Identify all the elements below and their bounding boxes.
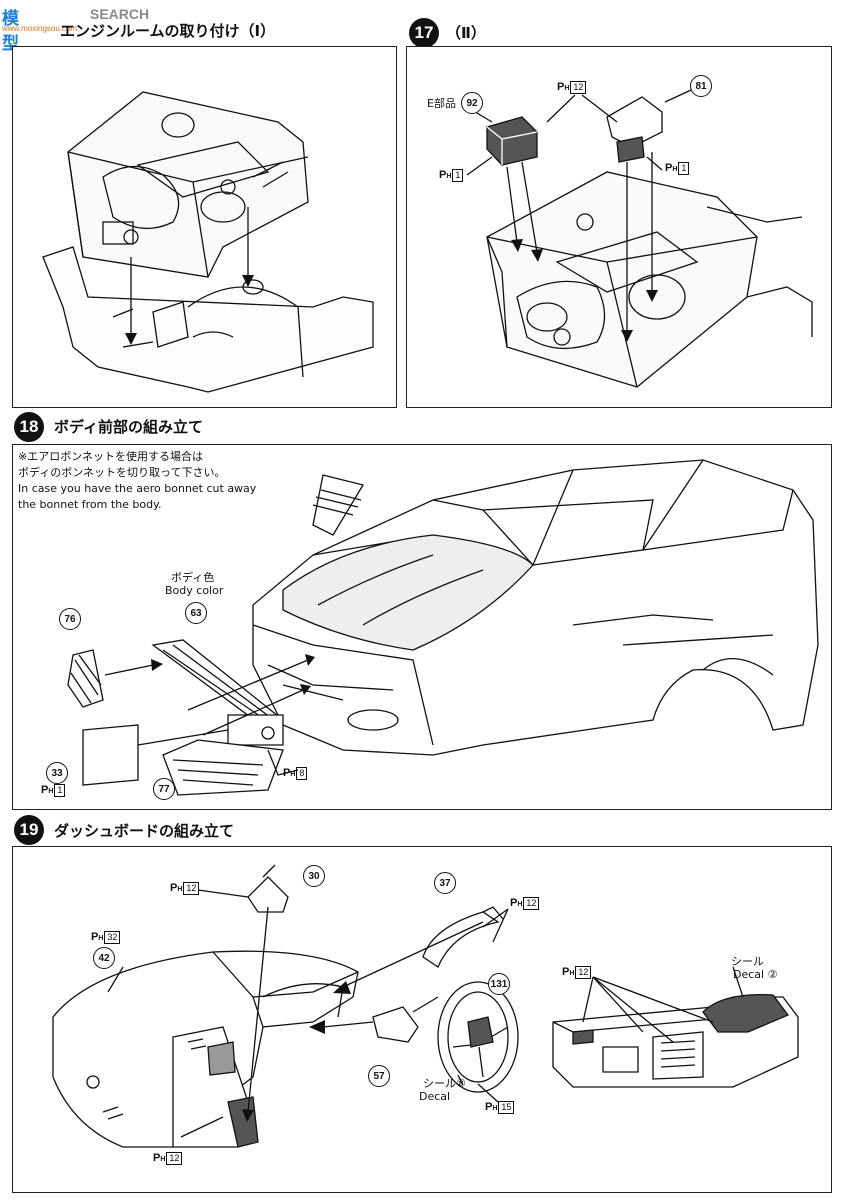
step19-seal-jp-2: シール — [731, 955, 764, 968]
step17-badge: 17 — [409, 18, 439, 48]
step19-decal-en-2: Decal ② — [733, 968, 778, 981]
step16-illustration — [42, 91, 374, 393]
step18-part-33: 33 — [46, 762, 68, 784]
step18-part-76: 76 — [59, 608, 81, 630]
step19-seal-jp: シール⑧ — [423, 1077, 466, 1090]
step19-part-57: 57 — [368, 1065, 390, 1087]
step18-illustration — [67, 459, 819, 796]
step19-part-37: 37 — [434, 872, 456, 894]
step19-title: ダッシュボードの組み立て — [54, 822, 235, 840]
step19-part-42: 42 — [93, 947, 115, 969]
step16-panel — [12, 46, 397, 408]
step17-e-part-label: E部品 — [427, 97, 456, 110]
step18-title: ボディ前部の組み立て — [54, 418, 203, 436]
step18-body-color-jp: ボディ色 — [171, 571, 215, 584]
step18-body-color-en: Body color — [165, 584, 224, 597]
step17-part-81: 81 — [690, 75, 712, 97]
step19-badge: 19 — [14, 815, 44, 845]
step19-part-131: 131 — [488, 973, 510, 995]
step18-panel: ※エアロボンネットを使用する場合は ボディのボンネットを切り取って下さい。 In… — [12, 444, 832, 810]
step17-part-92: 92 — [461, 92, 483, 114]
step19-part-30: 30 — [303, 865, 325, 887]
step19-illustration — [52, 864, 799, 1148]
step18-note: ※エアロボンネットを使用する場合は ボディのボンネットを切り取って下さい。 In… — [18, 450, 257, 511]
step17-illustration — [466, 84, 813, 388]
step18-part-77: 77 — [153, 778, 175, 800]
step18-part-63: 63 — [185, 602, 207, 624]
step19-decal-en: Decal — [419, 1090, 451, 1103]
step18-badge: 18 — [14, 412, 44, 442]
step17-title: （Ⅱ） — [446, 24, 486, 42]
step16-title: エンジンルームの取り付け（Ⅰ） — [60, 22, 276, 40]
